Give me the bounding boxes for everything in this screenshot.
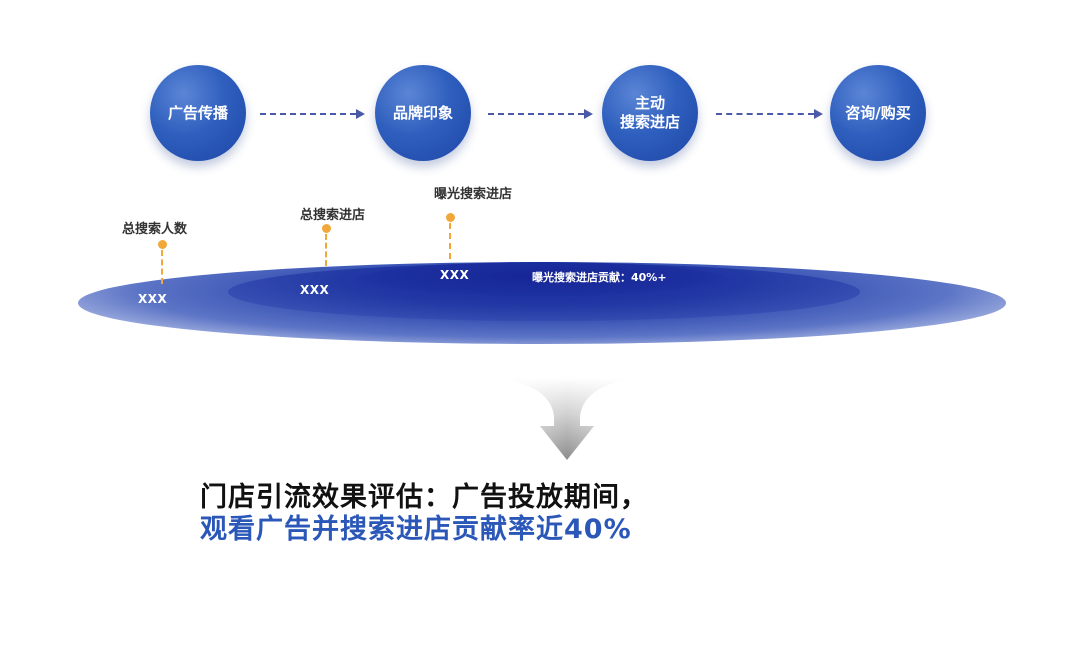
- flow-arrow-2: [488, 113, 584, 115]
- pin-connector: [325, 234, 327, 266]
- pin-marker-icon: [446, 213, 455, 222]
- flow-step-active-search: 主动 搜索进店: [602, 65, 698, 161]
- pin-connector: [161, 250, 163, 284]
- flow-step-label: 咨询/购买: [845, 103, 911, 122]
- headline: 门店引流效果评估：广告投放期间， 观看广告并搜索进店贡献率近40%: [200, 482, 648, 546]
- pin-label-total-search-visit: 总搜索进店: [300, 208, 366, 223]
- flow-step-label: 搜索进店: [619, 113, 680, 131]
- headline-line-1: 门店引流效果评估：广告投放期间，: [200, 482, 648, 513]
- value-exposure-search-visit: XXX: [440, 268, 470, 282]
- flow-arrow-1-head: [356, 109, 365, 119]
- value-total-search: XXX: [138, 292, 168, 306]
- pin-connector: [449, 223, 451, 259]
- funnel-layer-inner: [356, 262, 728, 298]
- pin-label-total-search: 总搜索人数: [122, 222, 188, 237]
- flow-arrow-3: [716, 113, 814, 115]
- flow-step-consult-purchase: 咨询/购买: [830, 65, 926, 161]
- funnel-down-arrow-icon: [500, 378, 634, 460]
- headline-line-2: 观看广告并搜索进店贡献率近40%: [200, 514, 632, 545]
- flow-step-ad-spread: 广告传播: [150, 65, 246, 161]
- flow-step-label: 品牌印象: [392, 103, 453, 122]
- pin-label-exposure-search-visit: 曝光搜索进店: [434, 187, 513, 202]
- flow-arrow-3-head: [814, 109, 823, 119]
- flow-step-label: 主动: [634, 94, 665, 112]
- pin-marker-icon: [322, 224, 331, 233]
- flow-arrow-2-head: [584, 109, 593, 119]
- value-total-search-visit: XXX: [300, 283, 330, 297]
- pin-marker-icon: [158, 240, 167, 249]
- flow-arrow-1: [260, 113, 356, 115]
- flow-step-label: 广告传播: [167, 103, 228, 122]
- flow-step-brand-impression: 品牌印象: [375, 65, 471, 161]
- contribution-text: 曝光搜索进店贡献：40%+: [532, 271, 667, 284]
